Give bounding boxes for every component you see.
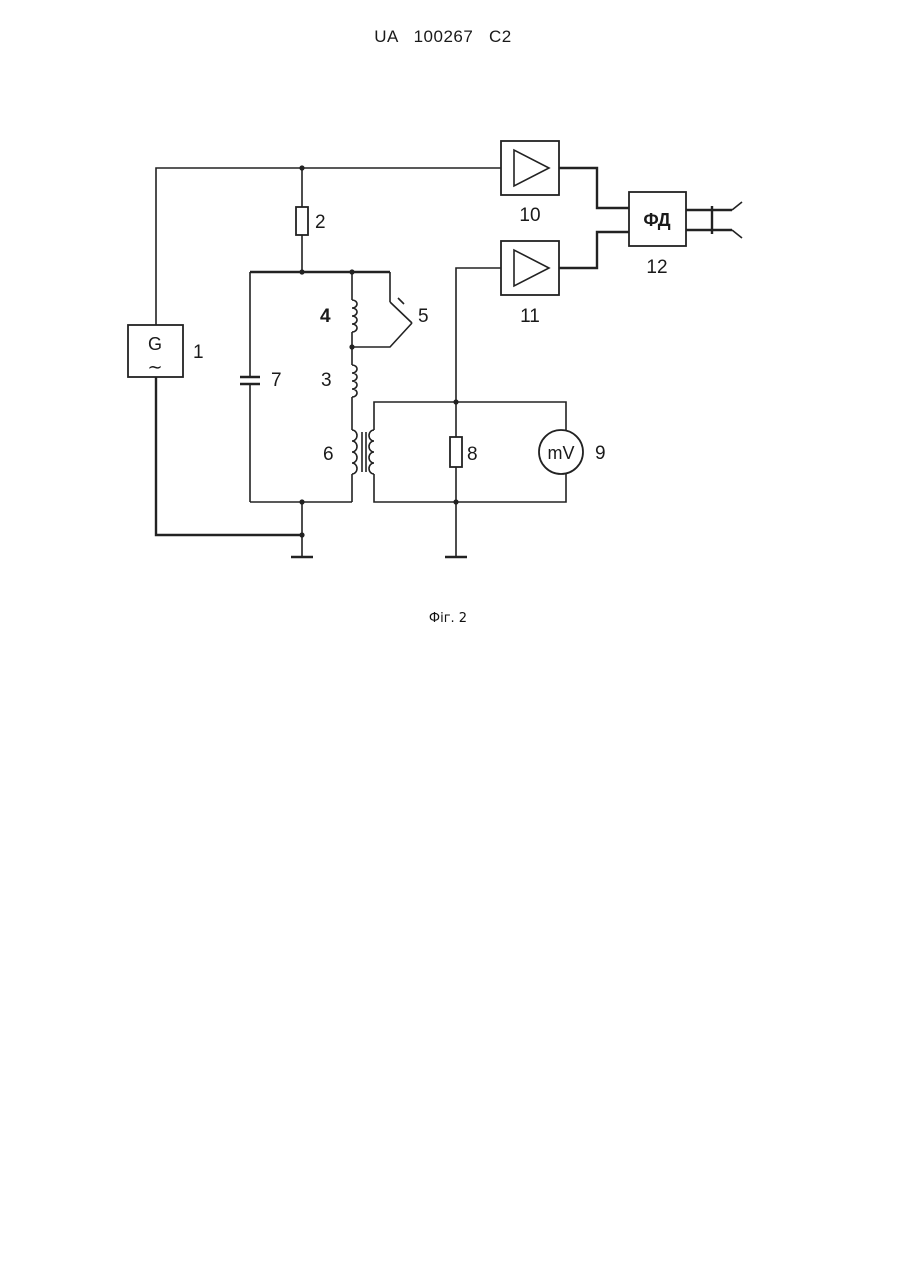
phase-detector-symbol: ФД (643, 210, 670, 230)
label-amplifier-10: 10 (519, 205, 540, 226)
amplifier-11 (501, 241, 559, 295)
label-phase-detector-12: 12 (646, 257, 667, 278)
millivoltmeter-symbol: mV (548, 443, 575, 463)
resistor-8 (450, 437, 462, 467)
label-coil-3: 3 (321, 370, 332, 391)
label-generator: 1 (193, 342, 204, 363)
millivoltmeter: mV (539, 430, 583, 474)
capacitor-7 (240, 377, 260, 384)
label-amplifier-11: 11 (520, 306, 540, 327)
generator-symbol: G (148, 334, 162, 354)
label-resistor-2: 2 (315, 212, 326, 233)
generator: G ∼ (128, 325, 183, 377)
label-switch-5: 5 (418, 306, 429, 327)
amplifier-10 (501, 141, 559, 195)
coil-3 (352, 365, 357, 397)
label-resistor-8: 8 (467, 444, 478, 465)
transformer-6 (352, 430, 374, 474)
figure-caption: Фіг. 2 (0, 611, 896, 626)
label-capacitor-7: 7 (271, 370, 282, 391)
phase-detector: ФД (629, 192, 686, 246)
label-millivoltmeter-9: 9 (595, 443, 606, 464)
sine-wave-icon: ∼ (147, 357, 162, 377)
resistor-2 (296, 207, 308, 235)
coil-4 (352, 300, 357, 332)
label-transformer-6: 6 (323, 444, 334, 465)
label-coil-4: 4 (320, 306, 331, 327)
